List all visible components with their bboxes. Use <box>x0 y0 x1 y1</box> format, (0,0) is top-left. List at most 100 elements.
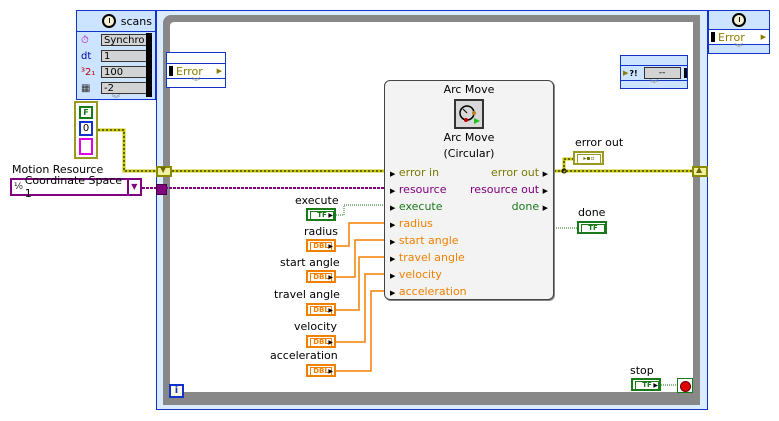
numeric-constant[interactable]: 0 <box>79 121 93 136</box>
travel-angle-label: travel angle <box>274 288 340 301</box>
processor-value[interactable]: -2 <box>101 82 148 94</box>
arrow-up-icon: ▲ <box>696 165 703 174</box>
input-velocity[interactable]: ▶ velocity <box>390 268 442 281</box>
arrow-right-icon: ▶ <box>653 382 658 389</box>
input-start-angle[interactable]: ▶ start angle <box>390 234 459 247</box>
arc-move-icon <box>454 99 484 129</box>
expand-chevron-icon[interactable]: ︾ <box>191 78 201 88</box>
input-node-scrollbar[interactable] <box>146 33 152 97</box>
left-data-node[interactable]: Error ▶ ︾ <box>166 52 226 88</box>
type-label: TF <box>635 381 659 390</box>
output-label: done <box>511 200 540 213</box>
input-label: execute <box>398 200 443 213</box>
expand-chevron-icon[interactable]: ︾ <box>111 95 121 105</box>
input-row-timing-source[interactable]: ⏱ Synchro <box>77 32 155 48</box>
input-row-priority[interactable]: ³2₁ 100 <box>77 64 155 80</box>
right-node-value[interactable]: -- <box>643 67 681 79</box>
type-label: DBL <box>310 338 332 347</box>
iteration-label: i <box>174 385 179 396</box>
type-label: DBL <box>310 306 332 315</box>
stop-label: stop <box>630 364 654 377</box>
error-out-indicator[interactable]: ▸▪▫ <box>573 151 604 165</box>
velocity-control[interactable]: DBL▶ <box>306 335 336 348</box>
numeric-value: 0 <box>82 123 90 134</box>
scrollbar[interactable] <box>683 68 687 78</box>
done-indicator[interactable]: TF <box>577 221 607 234</box>
output-label: resource out <box>470 183 540 196</box>
acceleration-control[interactable]: DBL▶ <box>306 364 336 377</box>
input-node-label: scans <box>120 14 152 28</box>
input-travel-angle[interactable]: ▶ travel angle <box>390 251 465 264</box>
priority-value[interactable]: 100 <box>101 66 148 78</box>
input-execute[interactable]: ▶ execute <box>390 200 443 213</box>
input-acceleration[interactable]: ▶ acceleration <box>390 285 467 298</box>
iteration-terminal: i <box>169 384 184 398</box>
input-label: start angle <box>398 234 459 247</box>
resource-tunnel[interactable] <box>156 184 167 195</box>
priority-icon: ³2₁ <box>81 66 96 78</box>
clock-icon <box>732 13 746 27</box>
output-done[interactable]: done ▶ <box>511 200 548 213</box>
loop-output-node[interactable]: Error ▶ ︾ <box>708 10 770 54</box>
input-label: travel angle <box>398 251 465 264</box>
arrow-right-icon: ▶ <box>328 307 333 314</box>
boolean-constant[interactable]: F <box>79 106 93 119</box>
error-indicator-block <box>169 66 173 76</box>
type-label: DBL <box>310 367 332 376</box>
motion-resource-label: Motion Resource <box>12 163 104 176</box>
input-label: error in <box>398 166 440 179</box>
error-out-label: error out <box>575 136 624 149</box>
right-data-node[interactable]: ▶ ?! -- ︾ <box>620 55 688 90</box>
stop-icon <box>680 381 691 392</box>
shift-register-right[interactable]: ▲ <box>692 165 708 177</box>
type-label: DBL <box>310 273 332 282</box>
input-resource[interactable]: ▶ resource <box>390 183 447 196</box>
start-angle-label: start angle <box>280 256 340 269</box>
left-error-cluster[interactable]: Error ▶ <box>167 63 225 79</box>
output-error-out[interactable]: error out ▶ <box>490 166 548 179</box>
travel-angle-control[interactable]: DBL▶ <box>306 303 336 316</box>
cluster-constant[interactable]: F 0 <box>74 101 98 159</box>
arrow-right-icon: ▶ <box>216 67 222 75</box>
arrow-right-icon: ▶ <box>328 243 333 250</box>
done-label: done <box>578 206 606 219</box>
string-constant[interactable] <box>79 138 93 155</box>
output-error-label: Error <box>718 30 745 44</box>
dt-value[interactable]: 1 <box>101 50 148 62</box>
expand-chevron-icon[interactable]: ︾ <box>734 44 744 54</box>
start-angle-control[interactable]: DBL▶ <box>306 270 336 283</box>
dropdown-arrow-icon[interactable]: ▼ <box>126 180 140 194</box>
motion-resource-control[interactable]: ⅟₀ Coordinate Space 1 ▼ <box>10 174 142 200</box>
timing-source-value[interactable]: Synchro <box>101 34 148 46</box>
velocity-label: velocity <box>294 320 337 333</box>
output-error-cluster[interactable]: Error ▶ <box>709 29 769 45</box>
input-row-dt[interactable]: dt 1 <box>77 48 155 64</box>
execute-label: execute <box>295 194 339 207</box>
arc-move-node[interactable]: Arc Move Arc Move (Circular) ▶ error in … <box>384 80 554 300</box>
stop-condition-terminal[interactable] <box>677 378 693 393</box>
loop-input-node[interactable]: scans ⏱ Synchro dt 1 ³2₁ 100 ▦ -2 ︾ <box>76 10 156 105</box>
execute-control[interactable]: TF▶ <box>306 208 336 221</box>
input-radius[interactable]: ▶ radius <box>390 217 433 230</box>
cluster-icon: ▸▪▫ <box>577 154 601 164</box>
processor-icon: ▦ <box>81 82 91 94</box>
input-row-processor[interactable]: ▦ -2 <box>77 80 155 96</box>
error-indicator-block <box>711 32 715 42</box>
arrow-right-icon: ▶ <box>328 274 333 281</box>
type-label: DBL <box>310 242 332 251</box>
input-label: resource <box>398 183 447 196</box>
arrow-right-icon: ▶ <box>328 368 333 375</box>
input-error-in[interactable]: ▶ error in <box>390 166 440 179</box>
stop-control[interactable]: TF▶ <box>631 378 661 391</box>
radius-control[interactable]: DBL▶ <box>306 239 336 252</box>
status-icon: ?! <box>629 68 638 78</box>
output-resource-out[interactable]: resource out ▶ <box>470 183 548 196</box>
expand-chevron-icon[interactable]: ︾ <box>649 80 659 90</box>
input-label: acceleration <box>398 285 467 298</box>
output-label: error out <box>490 166 540 179</box>
shift-register-left[interactable]: ▼ <box>156 165 172 177</box>
timing-source-icon: ⏱ <box>81 34 89 46</box>
left-error-label: Error <box>176 64 203 78</box>
arrow-right-icon: ▶ <box>760 33 766 41</box>
arc-move-title: Arc Move <box>443 83 495 96</box>
